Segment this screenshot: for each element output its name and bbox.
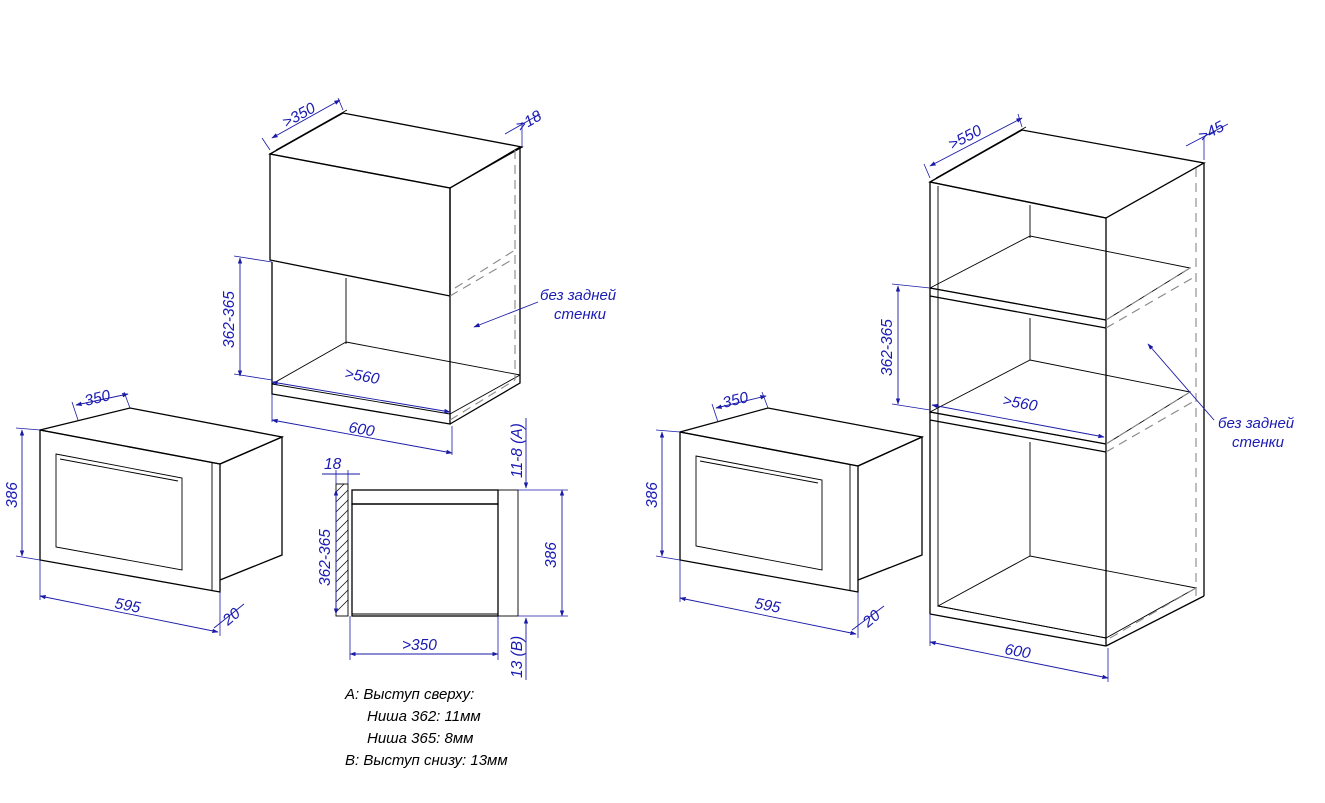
oven2-front-label: 20 (859, 607, 884, 632)
col-gap-label: >45 (1196, 118, 1228, 146)
section-niche-height-label: 362-365 (317, 529, 334, 586)
wall-width-label: 600 (347, 419, 376, 440)
section-height-label: 386 (543, 542, 560, 568)
wall-niche-height-label: 362-365 (221, 291, 238, 348)
wall-cabinet-drawing (268, 109, 524, 425)
wall-niche-width-label: >560 (343, 365, 381, 388)
col-no-back-label-1: без задней (1218, 415, 1295, 432)
note-a-title: A: Выступ сверху: (345, 686, 475, 703)
note-a-niche-365: Ниша 365: 8мм (367, 730, 474, 747)
oven2-height-label: 386 (644, 482, 661, 508)
oven2-dimensions: 350 386 595 20 (644, 389, 885, 638)
section-depth-label: >350 (402, 637, 437, 654)
oven2-depth-label: 350 (721, 389, 751, 412)
col-depth-label: >550 (946, 122, 985, 154)
section-top-label: 11-8 (A) (509, 423, 526, 478)
oven-front-label: 20 (219, 605, 244, 630)
oven-height-label: 386 (4, 482, 21, 508)
section-dimensions: 18 362-365 386 >350 11-8 (A) 13 (B) (317, 418, 568, 680)
oven-drawing (39, 407, 285, 593)
wall-no-back-label-1: без задней (540, 287, 617, 304)
note-b: B: Выступ снизу: 13мм (345, 752, 508, 769)
tall-column-drawing (928, 126, 1206, 647)
section-drawing (335, 483, 519, 617)
wall-depth-label: >350 (280, 100, 319, 132)
col-width-label: 600 (1003, 641, 1032, 662)
tall-column-dimensions: >550 >45 362-365 >560 600 без задней сте… (879, 113, 1295, 682)
oven-width-label: 595 (113, 595, 142, 617)
wall-no-back-label-2: стенки (554, 306, 607, 323)
notes-block: A: Выступ сверху: Ниша 362: 11мм Ниша 36… (345, 684, 508, 772)
wall-cabinet-dimensions: >350 >18 362-365 >560 600 без задней сте… (221, 97, 617, 455)
oven2-drawing (679, 407, 925, 593)
section-bottom-label: 13 (B) (509, 636, 526, 678)
col-niche-width-label: >560 (1001, 392, 1039, 415)
col-no-back-label-2: стенки (1232, 434, 1285, 451)
section-gap-label: 18 (324, 456, 342, 473)
oven2-width-label: 595 (753, 595, 782, 617)
col-niche-height-label: 362-365 (879, 319, 896, 376)
wall-gap-label: >18 (514, 107, 546, 135)
note-a-niche-362: Ниша 362: 11мм (367, 708, 481, 725)
oven-depth-label: 350 (83, 387, 113, 410)
